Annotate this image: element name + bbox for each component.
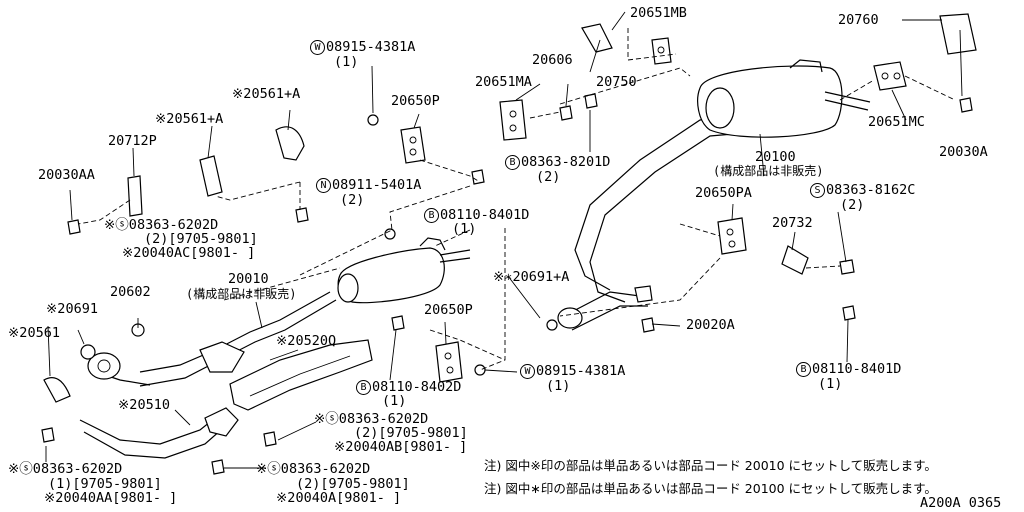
part-label-20010: 20010 — [228, 271, 269, 287]
part-note-20100: (構成部品は非販売) — [713, 164, 824, 178]
part-label-20760: 20760 — [838, 12, 879, 28]
qty-label: (1) — [382, 393, 407, 409]
part-label-20561: ※20561 — [8, 325, 60, 341]
leader-lines — [45, 11, 963, 469]
part-label-s08363-6202d-3: ※ⓢ08363-6202D — [8, 461, 123, 477]
diagram-code: A200A 0365 — [920, 495, 1002, 511]
rear-pipe-20100 — [559, 115, 746, 331]
part-label-20040ab: ※20040AB[9801- ] — [334, 439, 468, 455]
part-label-20606: 20606 — [532, 52, 573, 68]
part-label-20561a-1: ※20561+A — [232, 86, 301, 102]
heat-shield-20520q — [229, 339, 373, 411]
part-label-20040aa: ※20040AA[9801- ] — [44, 490, 178, 506]
part-label-20602: 20602 — [110, 284, 151, 300]
circled-n-icon: N — [316, 178, 331, 193]
part-label-20732: 20732 — [772, 215, 813, 231]
qty-label: (2) — [536, 169, 561, 185]
circled-b-icon: B — [505, 155, 520, 170]
rear-muffler — [697, 59, 871, 138]
part-label-20561a-2: ※20561+A — [155, 111, 224, 127]
hanger-rubbers — [43, 37, 907, 403]
qty-label: (1) — [818, 376, 843, 392]
qty-label: (1) — [334, 54, 359, 70]
circled-b-icon: B — [796, 362, 811, 377]
part-label-s08363-6202d-4: ※ⓢ08363-6202D — [256, 461, 371, 477]
part-label-20650pa: 20650PA — [695, 185, 752, 201]
part-date-range: (2)[9705-9801] — [354, 425, 468, 441]
part-label-s08363-6202d-2: ※ⓢ08363-6202D — [314, 411, 429, 427]
dashed-guides — [77, 28, 956, 371]
part-label-20040a: ※20040A[9801- ] — [276, 490, 402, 506]
part-date-range: (2)[9705-9801] — [296, 476, 410, 492]
qty-label: (2) — [340, 192, 365, 208]
part-label-20020a: 20020A — [686, 317, 735, 333]
brackets — [557, 13, 977, 329]
circled-s-icon: S — [810, 183, 825, 198]
part-label-s08363-6202d-1: ※ⓢ08363-6202D — [104, 217, 219, 233]
part-label-20691a: ※∗20691+A — [493, 269, 570, 285]
qty-label: (2) — [840, 197, 865, 213]
part-label-20712p: 20712P — [108, 133, 157, 149]
circled-w-icon: W — [520, 364, 535, 379]
footnote-1: 注) 図中※印の部品は単品あるいは部品コード 20010 にセットして販売します… — [484, 458, 937, 473]
part-label-20650p: 20650P — [391, 93, 440, 109]
bolts-and-washers — [41, 93, 973, 475]
qty-label: (1) — [546, 378, 571, 394]
circled-w-icon: W — [310, 40, 325, 55]
part-label-20651ma: 20651MA — [475, 74, 532, 90]
part-label-20651mb: 20651MB — [630, 5, 687, 21]
circled-b-icon: B — [356, 380, 371, 395]
part-date-range: (1)[9705-9801] — [48, 476, 162, 492]
part-label-20030aa: 20030AA — [38, 167, 95, 183]
part-label-20030a: 20030A — [939, 144, 988, 160]
part-label-20040ac: ※20040AC[9801- ] — [122, 245, 256, 261]
part-date-range: (2)[9705-9801] — [144, 231, 258, 247]
circled-b-icon: B — [424, 208, 439, 223]
part-label-20650p-2: 20650P — [424, 302, 473, 318]
part-label-20651mc: 20651MC — [868, 114, 925, 130]
part-label-20100: 20100 — [755, 149, 796, 165]
qty-label: (1) — [452, 221, 477, 237]
part-label-20510: ※20510 — [118, 397, 170, 413]
part-label-20750: 20750 — [596, 74, 637, 90]
part-label-20691: ※20691 — [46, 301, 98, 317]
footnote-2: 注) 図中∗印の部品は単品あるいは部品コード 20100 にセットして販売します… — [484, 481, 937, 496]
part-note-20010: (構成部品は非販売) — [186, 287, 297, 301]
front-pipe-20510 — [79, 341, 245, 459]
part-label-20520q: ※20520Q — [276, 333, 337, 349]
